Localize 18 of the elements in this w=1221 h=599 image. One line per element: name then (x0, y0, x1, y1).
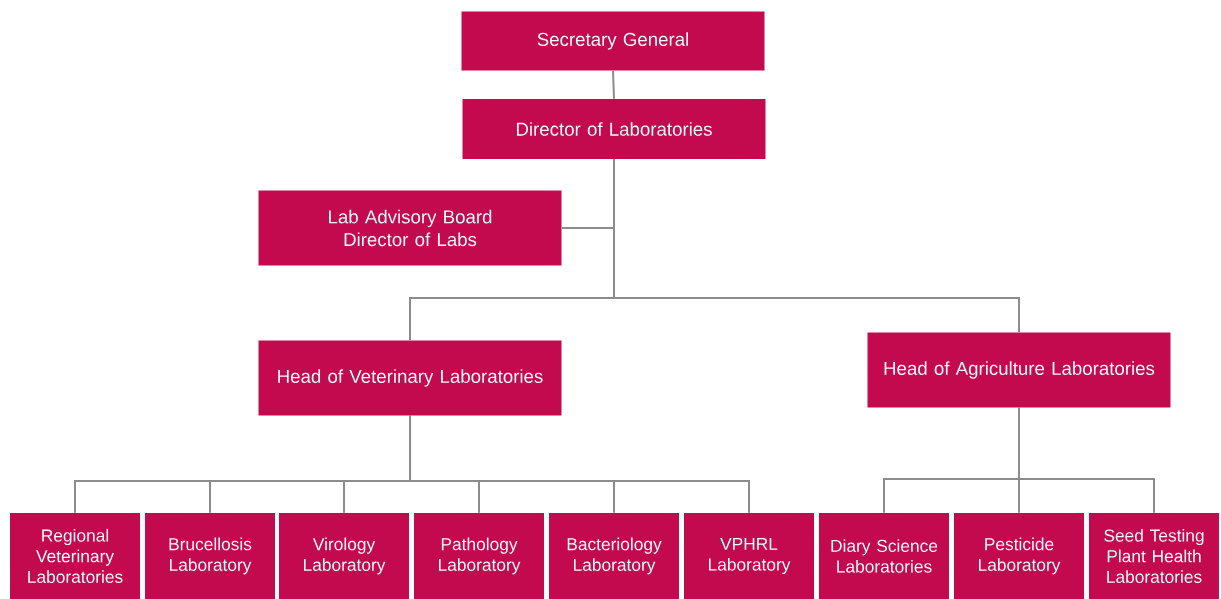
org-box: VPHRL Laboratory (684, 513, 814, 599)
org-box: Director of Laboratories (462, 99, 766, 159)
org-box: Pesticide Laboratory (954, 513, 1084, 599)
org-box: Pathology Laboratory (414, 513, 544, 599)
org-box: Diary Science Laboratories (819, 513, 949, 599)
connector-line (409, 414, 750, 514)
connector-line (613, 158, 1020, 334)
org-box: Bacteriology Laboratory (549, 513, 679, 599)
org-box: Virology Laboratory (279, 513, 409, 599)
org-box: Lab Advisory Board Director of Labs (258, 190, 562, 266)
org-box: Brucellosis Laboratory (145, 513, 275, 599)
connector-line (612, 69, 615, 100)
connector-line (1018, 406, 1155, 514)
org-box: Regional Veterinary Laboratories (10, 513, 140, 599)
org-box: Secretary General (461, 11, 765, 71)
org-box: Head of Veterinary Laboratories (258, 340, 562, 416)
org-box: Seed Testing Plant Health Laboratories (1089, 513, 1219, 599)
org-box: Head of Agriculture Laboratories (867, 332, 1171, 408)
